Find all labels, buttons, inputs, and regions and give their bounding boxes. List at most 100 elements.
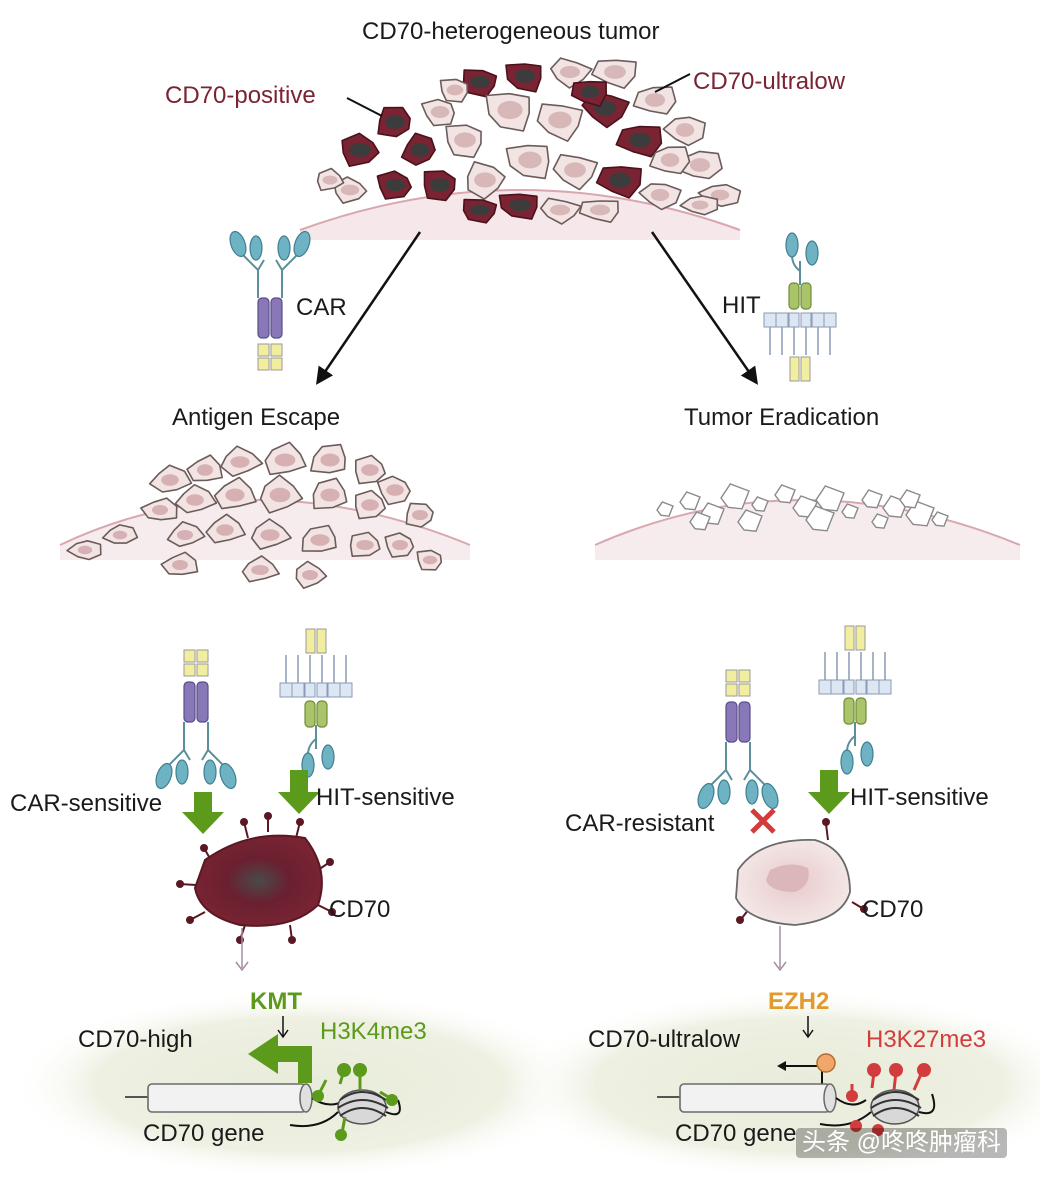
cell-debris xyxy=(899,489,921,509)
cd70-ultralow-cell xyxy=(550,57,593,89)
escape-tumor-cell xyxy=(264,441,307,476)
cd70-positive-label: CD70-positive xyxy=(165,82,316,109)
left-gene-cylinder xyxy=(147,1083,307,1113)
cd70-ultralow-cell xyxy=(552,153,599,191)
cd70-high-label: CD70-high xyxy=(78,1026,193,1053)
car-receptor-icon xyxy=(229,230,311,371)
top-tumor xyxy=(299,57,742,240)
activation-arrow xyxy=(248,1034,312,1083)
escape-tumor-cell xyxy=(66,540,102,561)
watermark: 头条 @咚咚肿瘤科 xyxy=(796,1128,1008,1159)
escape-tumor-cell xyxy=(355,454,386,485)
cell-debris xyxy=(774,484,796,504)
car-path-arrow xyxy=(316,231,422,385)
left-hit-signal-arrow xyxy=(278,770,320,814)
h3k4me3-label: H3K4me3 xyxy=(320,1018,427,1045)
cd70-ultralow-cell xyxy=(466,161,506,200)
cell-debris xyxy=(689,511,711,531)
cell-debris xyxy=(751,496,769,512)
resistant-x-icon xyxy=(750,808,776,834)
cd70-positive-cell xyxy=(570,80,607,107)
kmt-label: KMT xyxy=(250,988,302,1015)
cell-debris xyxy=(871,513,889,529)
cell-debris xyxy=(737,509,763,532)
escape-tumor-cell xyxy=(250,518,292,550)
escape-tumor-cell xyxy=(241,555,280,583)
escape-tumor-cell xyxy=(101,524,139,544)
hit-label: HIT xyxy=(722,292,761,319)
cd70-positive-cell xyxy=(462,69,498,98)
cd70-ultralow-cell xyxy=(316,167,345,192)
right-car-receptor-icon xyxy=(697,669,779,810)
tumor-eradication-label: Tumor Eradication xyxy=(684,404,880,431)
escape-tumor-cell xyxy=(205,513,246,544)
cd70-positive-cell xyxy=(595,166,642,199)
cd70-positive-cell xyxy=(462,198,498,224)
cd70-positive-cell xyxy=(498,193,538,220)
right-gene-label: CD70 gene xyxy=(675,1120,797,1147)
cd70-ultralow-cell xyxy=(485,92,530,132)
escape-tumor-cell xyxy=(259,474,304,514)
cd70-ultralow-cell xyxy=(638,183,682,211)
eradicated-tumor xyxy=(594,483,1021,560)
escape-tumor-cell xyxy=(148,464,193,493)
cell-debris xyxy=(720,483,750,510)
cd70-positive-cell xyxy=(505,63,542,93)
car-label: CAR xyxy=(296,294,347,321)
escape-tumor-cell xyxy=(213,476,257,510)
ultralow-pointer xyxy=(654,73,691,93)
escape-tumor-cell xyxy=(349,531,381,557)
right-nucleosome xyxy=(819,1063,936,1136)
cell-debris xyxy=(805,505,835,532)
escape-tumor-cell xyxy=(186,454,223,482)
right-hit-receptor-icon xyxy=(818,625,892,775)
cell-debris xyxy=(656,501,674,517)
cd70-ultralow-cell xyxy=(536,103,584,142)
antigen-escape-tumor xyxy=(59,441,471,589)
right-hit-signal-arrow xyxy=(808,770,850,814)
right-hit-sensitive-label: HIT-sensitive xyxy=(850,784,989,811)
left-hit-receptor-icon xyxy=(279,628,353,778)
cd70-ultralow-cell xyxy=(578,200,619,223)
cd70-positive-cell xyxy=(400,132,436,166)
car-resistant-label: CAR-resistant xyxy=(565,810,715,837)
escape-tumor-cell xyxy=(174,483,218,514)
h3k27me3-label: H3K27me3 xyxy=(866,1026,987,1053)
escape-tumor-cell xyxy=(301,524,337,552)
right-panel xyxy=(510,625,1040,1180)
left-car-sensitive-label: CAR-sensitive xyxy=(10,790,163,817)
left-car-receptor-icon xyxy=(155,649,237,790)
escape-tumor-cell xyxy=(310,443,346,474)
left-gene-label: CD70 gene xyxy=(143,1120,265,1147)
ezh2-label: EZH2 xyxy=(768,988,830,1015)
escape-tumor-cell xyxy=(355,489,386,520)
left-cd70-label: CD70 xyxy=(329,896,391,923)
cd70-ultralow-cell xyxy=(439,78,469,103)
cell-debris xyxy=(861,489,883,509)
escape-tumor-cell xyxy=(160,551,199,576)
escape-tumor-cell xyxy=(140,497,178,521)
cd70-positive-cell xyxy=(615,125,663,158)
cell-debris xyxy=(841,503,859,519)
cd70-ultralow-cell xyxy=(591,59,637,89)
left-hit-sensitive-label: HIT-sensitive xyxy=(316,784,455,811)
cd70-high-cell xyxy=(176,812,336,944)
cd70-ultralow-cell xyxy=(445,124,482,159)
cd70-ultralow-cell xyxy=(632,86,677,115)
cd70-ultralow-cell xyxy=(735,818,868,926)
antigen-escape-label: Antigen Escape xyxy=(172,404,341,431)
cd70-positive-cell xyxy=(376,170,412,200)
right-gene-cylinder xyxy=(679,1083,831,1113)
cd70-ultralow-cell xyxy=(662,116,706,147)
cd70-ultralow-cell xyxy=(420,98,455,127)
tumor-title: CD70-heterogeneous tumor xyxy=(362,18,660,45)
cd70-positive-cell xyxy=(423,170,456,202)
cd70-ultralow-state-label: CD70-ultralow xyxy=(588,1026,741,1053)
right-cd70-label: CD70 xyxy=(862,896,924,923)
escape-tumor-cell xyxy=(220,445,264,477)
left-nucleosome xyxy=(289,1063,401,1141)
escape-tumor-cell xyxy=(376,475,411,506)
cd70-ultralow-cell xyxy=(505,144,550,180)
escape-tumor-cell xyxy=(166,521,206,548)
